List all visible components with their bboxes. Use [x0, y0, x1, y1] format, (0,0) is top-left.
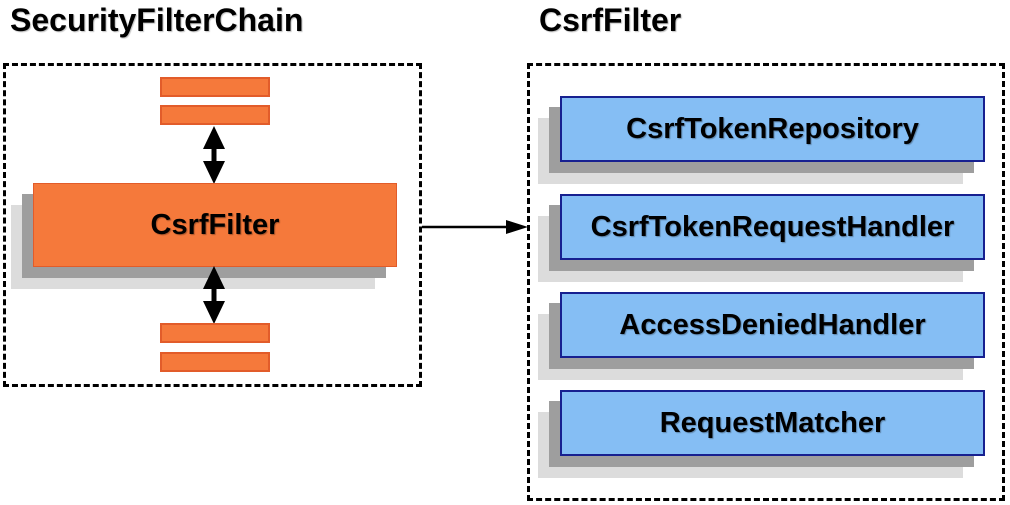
security-filter-chain-title: SecurityFilterChain	[10, 2, 304, 38]
double-arrow-icon	[199, 266, 229, 324]
component-node-access-denied-handler: AccessDeniedHandler	[560, 292, 985, 358]
csrf-filter-node: CsrfFilter	[33, 183, 397, 267]
filter-placeholder-bar-1	[160, 77, 270, 97]
component-node-csrf-token-request-handler: CsrfTokenRequestHandler	[560, 194, 985, 260]
csrf-filter-title: CsrfFilter	[539, 2, 682, 38]
component-node-request-matcher: RequestMatcher	[560, 390, 985, 456]
filter-placeholder-bar-3	[160, 323, 270, 343]
csrf-filter-boundary	[527, 63, 1005, 501]
right-arrow-icon	[422, 217, 528, 237]
component-label: CsrfTokenRequestHandler	[590, 210, 955, 243]
filter-placeholder-bar-2	[160, 105, 270, 125]
component-label: RequestMatcher	[659, 406, 886, 439]
csrf-filter-node-label: CsrfFilter	[150, 208, 280, 241]
double-arrow-icon	[199, 126, 229, 184]
component-label: AccessDeniedHandler	[619, 308, 926, 341]
filter-placeholder-bar-4	[160, 352, 270, 372]
component-node-csrf-token-repository: CsrfTokenRepository	[560, 96, 985, 162]
component-label: CsrfTokenRepository	[626, 112, 919, 145]
security-filter-chain-boundary	[3, 63, 422, 387]
